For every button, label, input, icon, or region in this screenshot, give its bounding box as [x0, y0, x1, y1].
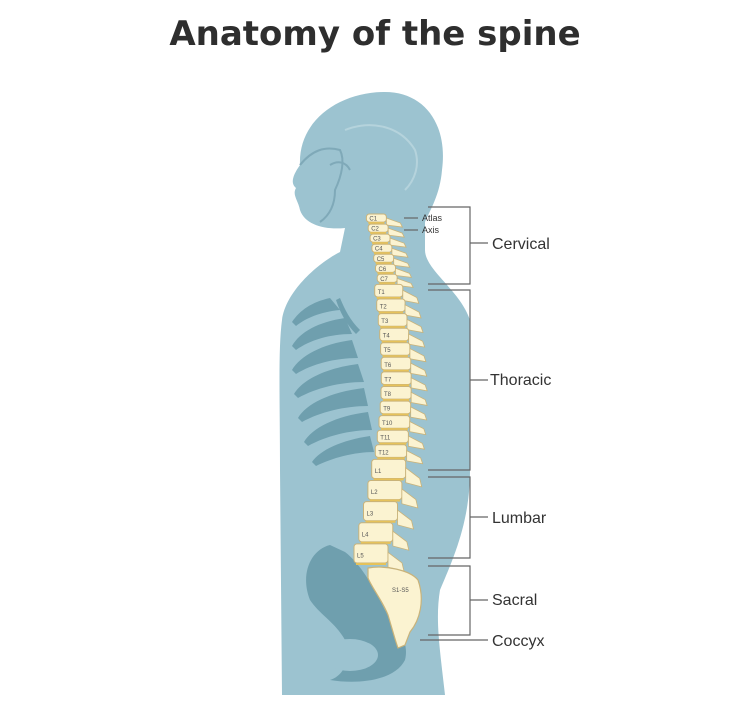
body-silhouette	[279, 92, 470, 695]
vertebra-label-c4: C4	[375, 247, 383, 253]
vertebra-label-t7: T7	[384, 377, 392, 383]
vertebra-t1: T1	[374, 283, 420, 304]
vertebra-t5: T5	[380, 342, 427, 363]
vertebra-c6: C6	[375, 263, 413, 278]
vertebra-label-t3: T3	[381, 319, 389, 325]
vertebra-l1: L1	[371, 458, 423, 488]
vertebra-label-c5: C5	[377, 257, 385, 263]
vertebra-l4: L4	[358, 522, 410, 551]
sacrum: S1-S5	[367, 566, 422, 649]
spine: C1C2C3C4C5C6C7T1T2T3T4T5T6T7T8T9T10T11T1…	[353, 213, 428, 572]
vertebra-t8: T8	[380, 386, 428, 406]
vertebra-t10: T10	[378, 415, 427, 436]
vertebra-label-c1: C1	[369, 217, 377, 223]
vertebra-t7: T7	[380, 371, 428, 392]
vertebra-label-c6: C6	[379, 267, 387, 273]
vertebra-label-l2: L2	[371, 490, 378, 496]
page-title: Anatomy of the spine	[169, 14, 581, 54]
vertebra-t12: T12	[374, 444, 424, 465]
axis-label: Axis	[422, 225, 440, 235]
vertebra-c4: C4	[371, 243, 409, 258]
vertebra-c2: C2	[367, 223, 405, 238]
vertebra-label-l1: L1	[375, 469, 382, 475]
sacral-label: Sacral	[492, 592, 537, 609]
vertebra-c1: C1	[365, 213, 404, 228]
vertebra-c3: C3	[369, 233, 407, 248]
vertebra-l3: L3	[363, 501, 415, 530]
vertebra-label-t12: T12	[378, 450, 389, 456]
vertebra-label-t2: T2	[380, 305, 388, 311]
vertebra-label-c7: C7	[380, 277, 388, 283]
vertebra-t6: T6	[380, 356, 428, 377]
vertebra-label-t11: T11	[380, 436, 391, 442]
vertebra-label-t9: T9	[383, 407, 391, 413]
vertebra-label-c2: C2	[371, 227, 379, 233]
atlas-label: Atlas	[422, 213, 443, 223]
vertebra-label-t5: T5	[384, 348, 392, 354]
vertebra-t11: T11	[376, 429, 426, 450]
vertebra-t4: T4	[379, 327, 426, 348]
vertebra-label-t6: T6	[384, 363, 392, 369]
vertebra-label-l5: L5	[357, 554, 364, 560]
vertebra-t2: T2	[376, 298, 422, 319]
vertebra-label-t4: T4	[383, 334, 391, 340]
lumbar-label: Lumbar	[492, 510, 547, 527]
vertebra-label-l4: L4	[362, 533, 369, 539]
vertebra-label-t1: T1	[378, 290, 386, 296]
vertebra-c5: C5	[373, 253, 411, 268]
cervical-label: Cervical	[492, 236, 550, 253]
vertebra-l2: L2	[367, 480, 419, 509]
vertebra-label-t10: T10	[382, 421, 393, 427]
vertebra-label-t8: T8	[384, 392, 392, 398]
vertebra-t9: T9	[379, 400, 428, 421]
coccyx-label: Coccyx	[492, 633, 544, 650]
vertebra-t3: T3	[377, 313, 424, 334]
vertebra-l5: L5	[353, 543, 405, 572]
vertebra-label-l3: L3	[367, 511, 374, 517]
sacrum-label: S1-S5	[392, 588, 409, 594]
thoracic-label: Thoracic	[490, 372, 551, 389]
vertebra-label-c3: C3	[373, 237, 381, 243]
brackets	[404, 206, 488, 641]
